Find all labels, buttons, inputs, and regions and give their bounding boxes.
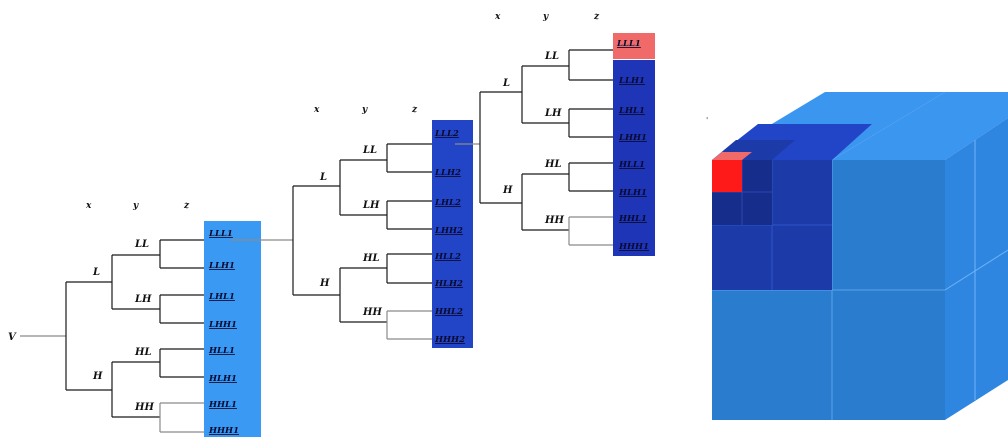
- level2-z-split-LL: [386, 143, 433, 173]
- level1-axis-x: x: [85, 201, 92, 211]
- level2-branch-H: H: [319, 278, 330, 289]
- level3-highlight-leaf: [613, 33, 655, 59]
- level1-leaf-LLL1: LLL1: [208, 229, 233, 239]
- level3-leaf-LLL1: LLL1: [616, 39, 641, 49]
- level3-branch-H: H: [502, 185, 513, 196]
- level3-pair-LH: LH: [544, 108, 562, 119]
- level2-axis-x: x: [313, 105, 320, 115]
- level1-axis-z: z: [183, 201, 190, 211]
- cube-mark: ': [706, 116, 708, 125]
- level3-branch-L: L: [502, 78, 510, 89]
- level1-pair-LL: LL: [134, 239, 149, 250]
- cube-red-block: [712, 160, 742, 192]
- level2-x-split: [292, 185, 340, 296]
- level2-leaf-HLL2: HLL2: [434, 252, 461, 262]
- level1-tree: x y z V L H LL LH HL HH LLL1 LLH1 LHL1 L…: [8, 201, 293, 437]
- level3-leaf-LLH1: LLH1: [618, 76, 645, 86]
- level2-y-split-H: [339, 267, 387, 323]
- level2-leaf-LHH2: LHH2: [434, 226, 463, 236]
- level3-z-split-LL: [568, 49, 614, 81]
- level1-leaf-HLL1: HLL1: [208, 346, 235, 356]
- level2-leaf-HLH2: HLH2: [434, 279, 463, 289]
- level2-leaf-HHL2: HHL2: [434, 307, 463, 317]
- level1-y-split-H: [111, 361, 160, 418]
- level1-leaf-LHL1: LHL1: [208, 292, 235, 302]
- level1-branch-H: H: [92, 371, 103, 382]
- decomposition-cube: ': [706, 92, 1008, 420]
- level2-y-split-L: [339, 159, 387, 216]
- root-label: V: [8, 332, 17, 343]
- level2-pair-LH: LH: [362, 200, 380, 211]
- level1-leaf-HLH1: HLH1: [208, 374, 237, 384]
- cube-top-right: [832, 92, 1008, 160]
- level2-tree: x y z L H LL LH HL HH LLL2 LLH2 LHL2 LHH…: [292, 105, 480, 348]
- level1-z-split-LL: [159, 239, 205, 269]
- cube-red-top: [712, 152, 752, 160]
- level3-axis-z: z: [593, 12, 600, 22]
- level2-axis-z: z: [411, 105, 418, 115]
- level2-pair-LL: LL: [362, 145, 377, 156]
- level3-leaf-column: [613, 60, 655, 256]
- level2-leaf-HHH2: HHH2: [434, 335, 465, 345]
- level1-x-split: [65, 281, 112, 391]
- level3-tree: x y z L H LL LH HL HH LLL1 LLH1 LHL1 LHH…: [479, 12, 655, 256]
- level3-y-split-H: [521, 173, 569, 231]
- level2-branch-L: L: [319, 172, 327, 183]
- level3-axis-x: x: [494, 12, 501, 22]
- level3-pair-HL: HL: [544, 159, 561, 170]
- level3-leaf-HLL1: HLL1: [618, 160, 645, 170]
- level1-z-split-HH: [159, 402, 205, 433]
- level1-axis-y: y: [132, 201, 139, 211]
- level1-leaf-LHH1: LHH1: [208, 320, 237, 330]
- level1-y-split-L: [111, 254, 160, 310]
- level2-leaf-column: [432, 120, 473, 348]
- level1-leaf-column: [204, 221, 261, 437]
- level2-leaf-LLH2: LLH2: [434, 168, 461, 178]
- level1-leaf-HHH1: HHH1: [208, 426, 239, 436]
- cube-right-face: [945, 118, 1008, 420]
- level3-y-split-L: [521, 65, 569, 124]
- level3-pair-HH: HH: [544, 215, 564, 226]
- level1-z-split-LH: [159, 294, 205, 324]
- level1-z-split-HL: [159, 348, 205, 378]
- level3-pair-LL: LL: [544, 51, 559, 62]
- level2-axis-y: y: [361, 105, 368, 115]
- level3-axis-y: y: [542, 12, 549, 22]
- level3-leaf-LHL1: LHL1: [618, 106, 645, 116]
- level3-leaf-HHH1: HHH1: [618, 242, 649, 252]
- level3-z-split-HH: [568, 216, 614, 246]
- level2-z-split-HH: [386, 310, 433, 340]
- level1-pair-HL: HL: [134, 347, 151, 358]
- level1-pair-HH: HH: [134, 402, 154, 413]
- level2-pair-HL: HL: [362, 253, 379, 264]
- level3-x-split: [479, 91, 522, 204]
- level2-pair-HH: HH: [362, 307, 382, 318]
- level1-pair-LH: LH: [134, 294, 152, 305]
- level2-leaf-LLL2: LLL2: [434, 129, 459, 139]
- level3-leaf-HHL1: HHL1: [618, 214, 647, 224]
- level3-leaf-LHH1: LHH1: [618, 133, 647, 143]
- level1-branch-L: L: [92, 267, 100, 278]
- level1-leaf-LLH1: LLH1: [208, 261, 235, 271]
- level1-leaf-HHL1: HHL1: [208, 400, 237, 410]
- level3-z-split-LH: [568, 108, 614, 138]
- cube-right-grid: [944, 140, 1008, 400]
- level2-z-split-LH: [386, 200, 433, 230]
- level3-z-split-HL: [568, 162, 614, 192]
- level2-z-split-HL: [386, 253, 433, 284]
- level3-leaf-HLH1: HLH1: [618, 188, 647, 198]
- level2-leaf-LHL2: LHL2: [434, 198, 461, 208]
